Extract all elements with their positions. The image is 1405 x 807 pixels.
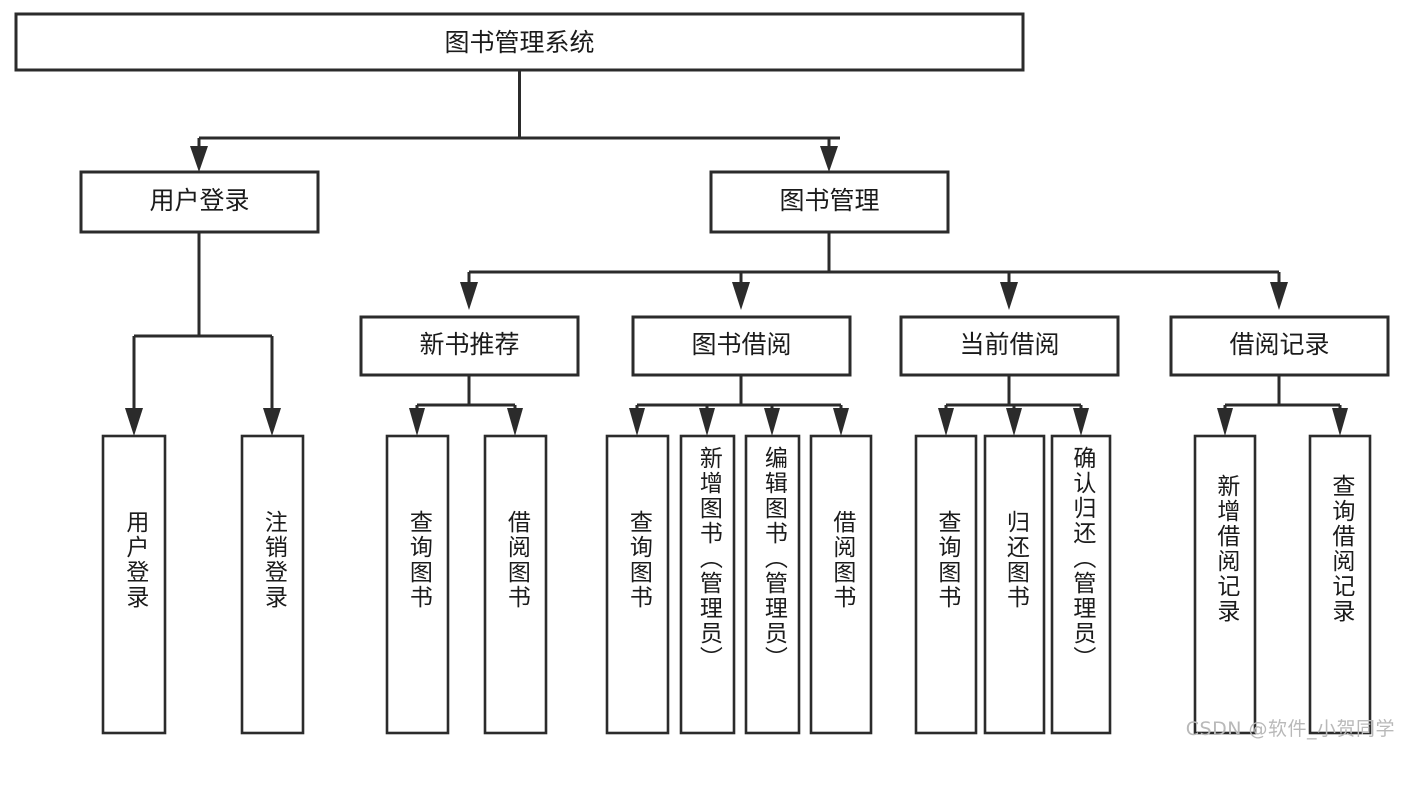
node-book-borrow-box[interactable] <box>631 315 852 377</box>
node-new-book-rec-box[interactable] <box>359 315 580 377</box>
leaf-box-query-record[interactable] <box>1308 434 1372 735</box>
leaf-box-user-login[interactable] <box>101 434 167 735</box>
leaf-box-confirm-return[interactable] <box>1050 434 1112 735</box>
leaf-boxes <box>101 434 1372 735</box>
leaf-box-query-book-2[interactable] <box>605 434 670 735</box>
node-current-borrow-label: 当前借阅 <box>959 330 1059 359</box>
connector-group-root <box>190 70 840 172</box>
arrow-head-current-borrow <box>1000 282 1018 310</box>
node-book-borrow-label: 图书借阅 <box>691 330 791 359</box>
leaf-box-query-book-3[interactable] <box>914 434 978 735</box>
leaf-box-borrow-book-1[interactable] <box>483 434 548 735</box>
arrow-head-leaf-query-book-2 <box>629 408 645 436</box>
node-book-manage[interactable]: 图书管理 <box>709 170 950 234</box>
node-current-borrow[interactable]: 当前借阅 <box>899 315 1120 377</box>
csdn-watermark: CSDN @软件_小贺同学 <box>1185 718 1395 740</box>
connector-group-new-book-rec <box>409 375 523 436</box>
arrow-head-leaf-user-login <box>125 408 143 436</box>
arrow-head-leaf-edit-book <box>764 408 780 436</box>
node-user-login-label: 用户登录 <box>149 186 249 215</box>
arrow-head-leaf-query-record <box>1332 408 1348 436</box>
arrow-head-leaf-add-record <box>1217 408 1233 436</box>
arrow-head-borrow-record <box>1270 282 1288 310</box>
node-root-label: 图书管理系统 <box>444 28 594 57</box>
connector-group-user-login <box>125 232 281 436</box>
arrow-head-leaf-borrow-book-2 <box>833 408 849 436</box>
node-book-manage-label: 图书管理 <box>779 186 879 215</box>
connector-group-current-borrow <box>938 375 1089 436</box>
arrow-head-book-borrow <box>732 282 750 310</box>
arrow-head-leaf-confirm-return <box>1073 408 1089 436</box>
node-root-box[interactable] <box>14 12 1025 72</box>
leaf-box-return-book[interactable] <box>983 434 1046 735</box>
node-new-book-rec[interactable]: 新书推荐 <box>359 315 580 377</box>
node-borrow-record-label: 借阅记录 <box>1229 330 1329 359</box>
connector-group-borrow-record <box>1217 375 1348 436</box>
node-new-book-rec-label: 新书推荐 <box>419 330 519 359</box>
arrow-head-leaf-query-book-3 <box>938 408 954 436</box>
node-borrow-record-box[interactable] <box>1169 315 1390 377</box>
node-user-login[interactable]: 用户登录 <box>79 170 320 234</box>
arrow-head-leaf-return-book <box>1006 408 1022 436</box>
node-borrow-record[interactable]: 借阅记录 <box>1169 315 1390 377</box>
arrow-head-new-book-rec <box>460 282 478 310</box>
leaf-box-edit-book[interactable] <box>744 434 801 735</box>
node-root[interactable]: 图书管理系统 <box>14 12 1025 72</box>
connector-group-book-borrow <box>629 375 849 436</box>
leaf-box-add-book[interactable] <box>679 434 736 735</box>
node-user-login-box[interactable] <box>79 170 320 234</box>
tree-diagram-canvas: 图书管理系统 用户登录 图书管理 新书推荐 图书借阅 当前借阅 借阅记录 <box>14 12 1395 740</box>
arrow-head-leaf-add-book <box>699 408 715 436</box>
leaf-box-add-record[interactable] <box>1193 434 1257 735</box>
connector-group-book-manage <box>460 232 1288 310</box>
arrow-head-leaf-user-logout <box>263 408 281 436</box>
arrow-head-leaf-borrow-book-1 <box>507 408 523 436</box>
arrow-head-leaf-query-book-1 <box>409 408 425 436</box>
tree-diagram-svg: 图书管理系统 用户登录 图书管理 新书推荐 图书借阅 当前借阅 借阅记录 <box>14 12 1390 735</box>
leaf-box-query-book-1[interactable] <box>385 434 450 735</box>
arrow-head-book-manage <box>820 146 838 172</box>
leaf-box-borrow-book-2[interactable] <box>809 434 873 735</box>
leaf-box-user-logout[interactable] <box>240 434 305 735</box>
arrow-head-user-login <box>190 146 208 172</box>
node-book-borrow[interactable]: 图书借阅 <box>631 315 852 377</box>
node-current-borrow-box[interactable] <box>899 315 1120 377</box>
node-book-manage-box[interactable] <box>709 170 950 234</box>
